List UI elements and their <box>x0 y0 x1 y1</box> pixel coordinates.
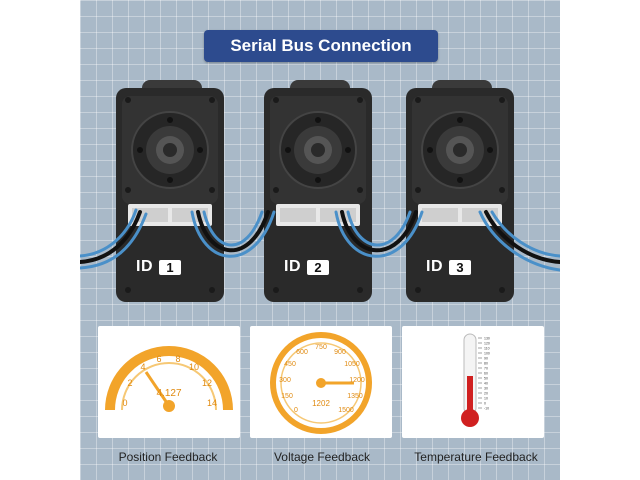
position-tick-label: 0 <box>122 398 127 408</box>
voltage-tick-label: 1200 <box>349 377 365 384</box>
position-tick-label: 4 <box>140 362 145 372</box>
voltage-readout: 1202 <box>312 399 330 408</box>
thermometer-icon: 130 120 110 100 90 80 70 60 50 40 30 20 … <box>461 333 490 427</box>
thermometer-scale-number: 90 <box>484 357 488 361</box>
voltage-gauge: 0 150 300 450 600 750 900 1050 1200 1350… <box>270 332 372 434</box>
thermometer-scale-number: 20 <box>484 392 488 396</box>
thermometer-scale-number: 40 <box>484 382 488 386</box>
thermometer-scale-number: 60 <box>484 372 488 376</box>
position-gauge: 0 2 4 6 8 10 12 14 4.127 <box>105 346 233 412</box>
voltage-tick-label: 1500 <box>338 407 354 414</box>
thermometer-scale-number: -10 <box>484 407 489 411</box>
thermometer-scale-number: 70 <box>484 367 488 371</box>
thermometer-scale-number: 110 <box>484 347 490 351</box>
thermometer-scale-number: 10 <box>484 397 488 401</box>
position-feedback-label: Position Feedback <box>118 450 218 464</box>
thermometer-scale-number: 130 <box>484 337 490 341</box>
thermometer-scale-number: 30 <box>484 387 488 391</box>
position-tick-label: 10 <box>189 362 199 372</box>
id-number: 1 <box>159 259 181 275</box>
position-readout: 4.127 <box>156 388 181 399</box>
position-tick-label: 14 <box>207 398 217 408</box>
servo-motor-2: ID 2 <box>260 80 376 304</box>
voltage-tick-label: 900 <box>334 349 346 356</box>
voltage-tick-label: 150 <box>281 393 293 400</box>
id-text: ID <box>136 258 153 275</box>
servo-motor-1: ID 1 <box>112 80 228 304</box>
servo-id-label: ID 2 <box>284 258 354 276</box>
servo-id-label: ID 3 <box>426 258 496 276</box>
voltage-tick-label: 300 <box>279 377 291 384</box>
servo-id-label: ID 1 <box>136 258 206 276</box>
temperature-feedback-card: 130 120 110 100 90 80 70 60 50 40 30 20 … <box>402 326 544 438</box>
id-text: ID <box>426 258 443 275</box>
voltage-tick-label: 1050 <box>344 361 360 368</box>
id-text: ID <box>284 258 301 275</box>
position-feedback-card: 0 2 4 6 8 10 12 14 4.127 <box>98 326 240 438</box>
position-tick-label: 8 <box>175 354 180 364</box>
id-number: 3 <box>449 259 471 275</box>
id-number: 2 <box>307 259 329 275</box>
serial-bus-cables <box>80 208 560 272</box>
voltage-tick-label: 450 <box>284 361 296 368</box>
thermometer-scale-number: 80 <box>484 362 488 366</box>
thermometer-scale-number: 100 <box>484 352 490 356</box>
voltage-feedback-card: 0 150 300 450 600 750 900 1050 1200 1350… <box>250 326 392 438</box>
voltage-tick-label: 750 <box>315 344 327 351</box>
thermometer-scale-number: 50 <box>484 377 488 381</box>
position-tick-label: 6 <box>156 354 161 364</box>
voltage-tick-label: 0 <box>294 407 298 414</box>
thermometer-scale-number: 120 <box>484 342 490 346</box>
voltage-tick-label: 600 <box>296 349 308 356</box>
voltage-tick-label: 1350 <box>347 393 363 400</box>
temperature-feedback-label: Temperature Feedback <box>414 450 538 464</box>
servo-motor-3: ID 3 <box>402 80 518 304</box>
position-tick-label: 12 <box>202 378 212 388</box>
title-banner: Serial Bus Connection <box>204 30 438 62</box>
thermometer-scale-number: 0 <box>484 402 486 406</box>
position-tick-label: 2 <box>127 378 132 388</box>
voltage-feedback-label: Voltage Feedback <box>273 450 371 464</box>
